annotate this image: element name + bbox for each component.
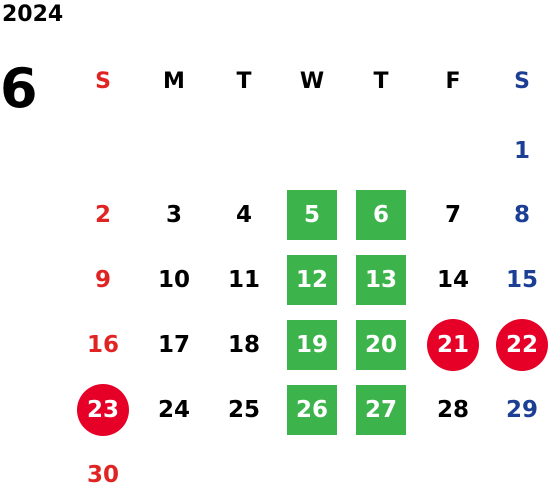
weekday-header: W [299, 68, 325, 94]
calendar-day[interactable]: 28 [436, 397, 469, 423]
calendar-day[interactable]: 23 [77, 384, 129, 436]
calendar-day[interactable]: 21 [427, 319, 479, 371]
weekday-header: M [163, 68, 185, 94]
calendar-day[interactable]: 9 [94, 267, 111, 293]
calendar-day[interactable]: 17 [157, 332, 190, 358]
calendar-day[interactable]: 14 [436, 267, 469, 293]
calendar-day[interactable]: 25 [227, 397, 260, 423]
calendar-day[interactable]: 11 [227, 267, 260, 293]
calendar-day[interactable]: 3 [165, 202, 182, 228]
calendar-day[interactable]: 10 [157, 267, 190, 293]
calendar-day[interactable]: 2 [94, 202, 111, 228]
weekday-header: S [95, 68, 111, 94]
calendar-day[interactable]: 1 [513, 138, 530, 164]
calendar-day[interactable]: 4 [235, 202, 252, 228]
calendar-day[interactable]: 27 [356, 385, 406, 435]
calendar-day[interactable]: 12 [287, 255, 337, 305]
month-number: 6 [0, 57, 38, 120]
calendar-day[interactable]: 15 [505, 267, 538, 293]
calendar-day[interactable]: 7 [444, 202, 461, 228]
year-label: 2024 [2, 2, 64, 27]
calendar-day[interactable]: 29 [505, 397, 538, 423]
calendar-day[interactable]: 18 [227, 332, 260, 358]
calendar-day[interactable]: 5 [287, 190, 337, 240]
calendar-day[interactable]: 19 [287, 320, 337, 370]
calendar-day[interactable]: 20 [356, 320, 406, 370]
weekday-header: T [373, 68, 389, 94]
calendar-day[interactable]: 8 [513, 202, 530, 228]
calendar-day[interactable]: 26 [287, 385, 337, 435]
calendar-day[interactable]: 30 [86, 462, 119, 488]
calendar-day[interactable]: 24 [157, 397, 190, 423]
calendar-day[interactable]: 22 [496, 319, 548, 371]
weekday-header: T [236, 68, 252, 94]
calendar-day[interactable]: 13 [356, 255, 406, 305]
weekday-header: F [445, 68, 461, 94]
calendar-day[interactable]: 6 [356, 190, 406, 240]
weekday-header: S [514, 68, 530, 94]
calendar-day[interactable]: 16 [86, 332, 119, 358]
